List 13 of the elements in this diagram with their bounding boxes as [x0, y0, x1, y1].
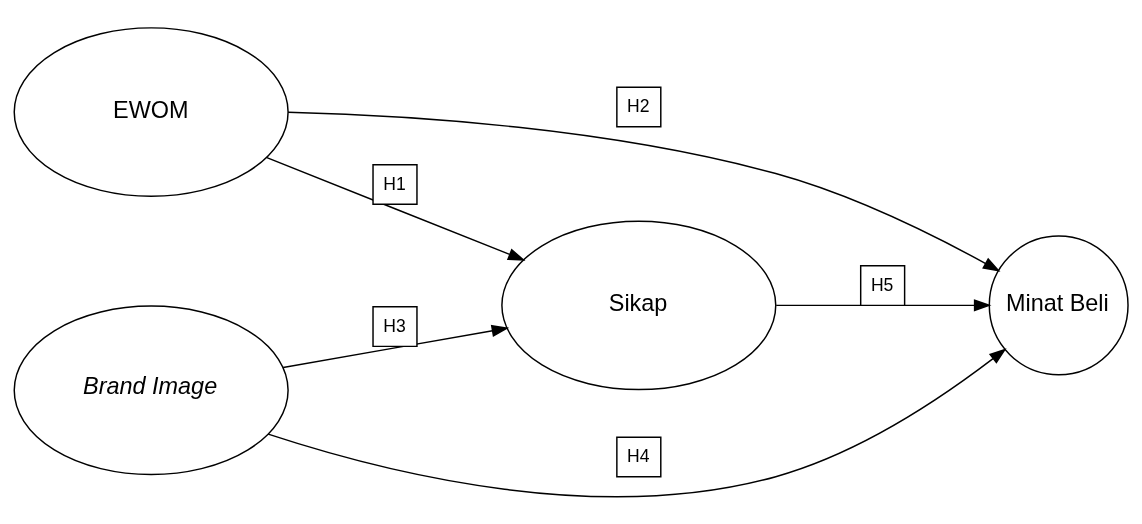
- arrow: [775, 298, 992, 312]
- edge-label: H1: [383, 173, 406, 194]
- edge-label: H5: [870, 274, 894, 295]
- node-ellipse: Sikap: [501, 219, 777, 390]
- edge-label: H4: [627, 445, 650, 466]
- node-ellipse: EWOM: [13, 26, 289, 197]
- arrow: [282, 324, 510, 368]
- edge-label: H3: [383, 315, 406, 336]
- node-ellipse: Brand Image: [13, 304, 289, 475]
- arrow: [266, 156, 526, 261]
- arrow: [287, 111, 1001, 272]
- arrow: [267, 347, 1007, 497]
- edge-label: H2: [627, 95, 650, 116]
